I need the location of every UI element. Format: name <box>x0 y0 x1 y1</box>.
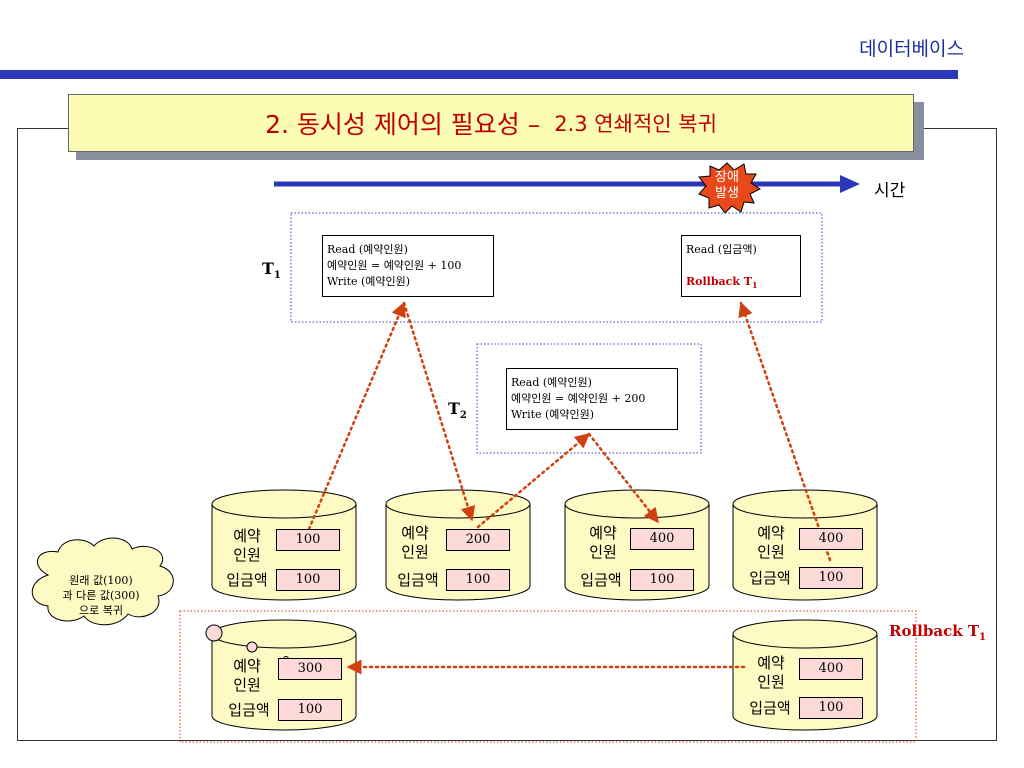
t1-op1-box: Read (예약인원) 예약인원 = 예약인원 + 100 Write (예약인… <box>322 235 494 297</box>
t1-op1-line1: Read (예약인원) <box>327 243 408 256</box>
t2-region <box>476 343 702 454</box>
rollback-right-row2-label: 입금액 <box>749 699 791 717</box>
arrow-t1-to-db2 <box>402 301 476 522</box>
slide-title-sub: 2.3 연쇄적인 복귀 <box>554 112 717 136</box>
db4-row2-value: 100 <box>799 567 863 589</box>
t1-label: T1 <box>262 259 281 282</box>
failure-label-line1: 장애 <box>715 170 739 185</box>
db1-row1-value: 100 <box>276 529 340 551</box>
header-title: 데이터베이스 <box>859 38 964 60</box>
t1-op1-line2: 예약인원 = 예약인원 + 100 <box>327 259 462 272</box>
db2-row2-value: 100 <box>446 569 510 591</box>
slide-title-main: 2. 동시성 제어의 필요성 – <box>265 110 541 139</box>
rollback-right-row1-value: 400 <box>799 658 863 680</box>
rollback-left-row1-value: 300 <box>278 658 342 680</box>
rollback-label: Rollback T1 <box>889 622 986 643</box>
t2-op1-box: Read (예약인원) 예약인원 = 예약인원 + 200 Write (예약인… <box>506 368 678 430</box>
rollback-left-row2-value: 100 <box>278 699 342 721</box>
callout-line1: 원래 값(100) <box>69 574 133 587</box>
db4-row1-value: 400 <box>799 528 863 550</box>
callout-line3: 으로 복귀 <box>79 604 123 617</box>
db4-row2-label: 입금액 <box>749 569 791 587</box>
time-label: 시간 <box>874 181 906 201</box>
t2-op1-line3: Write (예약인원) <box>511 408 595 421</box>
timeline-arrow <box>274 175 860 193</box>
db2-row2-label: 입금액 <box>397 571 439 589</box>
db3-row1-value: 400 <box>630 528 694 550</box>
failure-label: 장애 발생 <box>705 170 749 202</box>
rollback-region <box>179 610 917 743</box>
failure-burst-icon <box>698 162 761 214</box>
t2-op1-line2: 예약인원 = 예약인원 + 200 <box>511 392 646 405</box>
db1-row2-value: 100 <box>276 569 340 591</box>
db3-row2-value: 100 <box>630 569 694 591</box>
arrow-db1-to-t1 <box>307 301 406 531</box>
slide-title: 2. 동시성 제어의 필요성 – 2.3 연쇄적인 복귀 <box>68 94 914 152</box>
db2-row1-value: 200 <box>446 529 510 551</box>
callout-line2: 과 다른 값(300) <box>62 589 140 602</box>
t1-region <box>290 212 823 323</box>
t1-op2-box: Read (입금액) Rollback T1 <box>681 235 801 297</box>
failure-label-line2: 발생 <box>715 186 739 201</box>
callout-text: 원래 값(100) 과 다른 값(300) 으로 복귀 <box>42 573 160 618</box>
t1-op2-rollback: Rollback T1 <box>686 275 758 291</box>
t2-label: T2 <box>448 399 467 422</box>
db3-row2-label: 입금액 <box>580 571 622 589</box>
t1-op1-line3: Write (예약인원) <box>327 275 411 288</box>
arrow-db2-to-t2 <box>476 432 591 529</box>
t2-op1-line1: Read (예약인원) <box>511 376 592 389</box>
cloud-callout <box>31 537 289 662</box>
rollback-right-row2-value: 100 <box>799 697 863 719</box>
t1-op2-line1: Read (입금액) <box>686 243 757 256</box>
arrow-t2-to-db3 <box>587 432 660 524</box>
header-bar <box>0 70 958 79</box>
rollback-left-row2-label: 입금액 <box>228 701 270 719</box>
db1-row2-label: 입금액 <box>226 571 268 589</box>
